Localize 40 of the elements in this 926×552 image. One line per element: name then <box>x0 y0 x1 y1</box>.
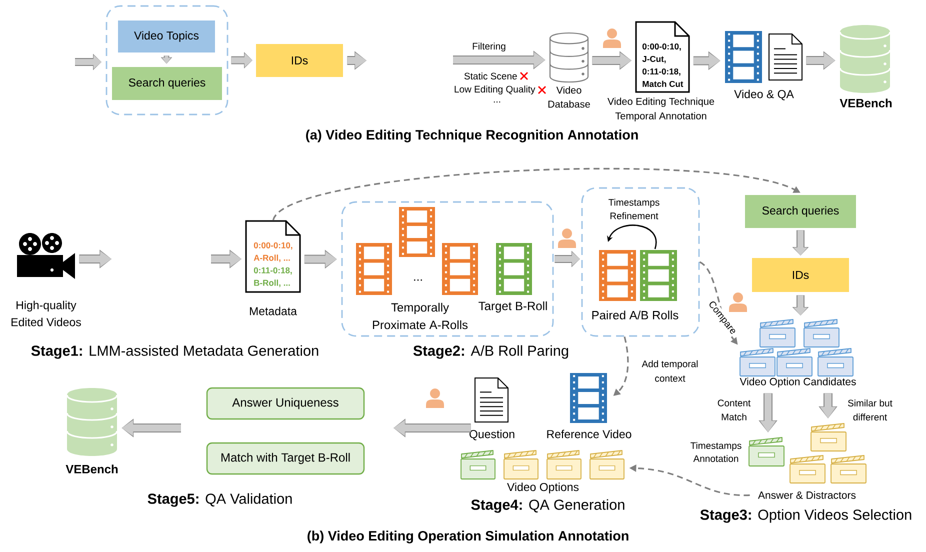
node-label: Video Editing Technique Temporal Annotation <box>608 98 714 122</box>
node-label: VEBench <box>66 464 118 474</box>
node-label: Video Database <box>548 86 590 108</box>
subfigure-caption: (a) Video Editing Technique Recognition Annotation <box>306 130 638 142</box>
process-box: Video Topics <box>118 20 215 52</box>
stage-label: Stage3: Option Videos Selection <box>700 509 912 523</box>
note-text: Low Editing Quality <box>454 86 536 94</box>
node-label: VEBench <box>840 98 892 108</box>
rounded-box: Match with Target B-Roll <box>206 442 365 475</box>
edge-label: Similar but different <box>846 398 894 422</box>
node-label: Timestamps Annotation <box>690 442 742 462</box>
node-label: Metadata <box>250 306 297 316</box>
document-page: 0:00-0:10, J-Cut, 0:11-0:18, Match Cut <box>635 21 690 93</box>
node-label: Target B-Roll <box>478 301 547 313</box>
process-box: Search queries <box>112 67 222 100</box>
stage-label: Stage2: A/B Roll Paring <box>413 345 568 359</box>
node-label: Temporally Proximate A-Rolls <box>372 302 468 330</box>
ellipsis: ... <box>414 279 422 281</box>
node-label: High-quality Edited Videos <box>12 300 81 326</box>
node-label: Timestamps Refinement <box>608 198 660 220</box>
dashed-group-box <box>106 5 228 116</box>
subfigure-caption: (b) Video Editing Operation Simulation Annotation <box>308 530 628 544</box>
note-text: Static Scene <box>464 72 517 80</box>
process-box: Search queries <box>745 195 856 228</box>
node-label: Video Options <box>507 482 579 494</box>
document-page: 0:00-0:10, A-Roll, ... 0:11-0:18, B-Roll, ... <box>245 220 301 293</box>
node-label: Answer & Distractors <box>758 491 856 499</box>
edge-label: Filtering <box>471 42 507 52</box>
node-label: Question <box>470 430 514 440</box>
node-label: Video & QA <box>734 90 794 100</box>
process-box: IDs <box>752 258 849 292</box>
edge-label: Content Match <box>716 398 752 422</box>
node-label: Video Option Candidates <box>740 378 856 388</box>
stage-label: Stage1: LMM-assisted Metadata Generation <box>31 345 318 359</box>
edge-label: Add temporal context <box>640 359 700 383</box>
node-label: Paired A/B Rolls <box>592 310 678 320</box>
stage-label: Stage5: QA Validation <box>148 493 292 507</box>
rounded-box: Answer Uniqueness <box>206 387 365 420</box>
node-label: Reference Video <box>547 430 632 438</box>
process-box: IDs <box>256 44 343 77</box>
